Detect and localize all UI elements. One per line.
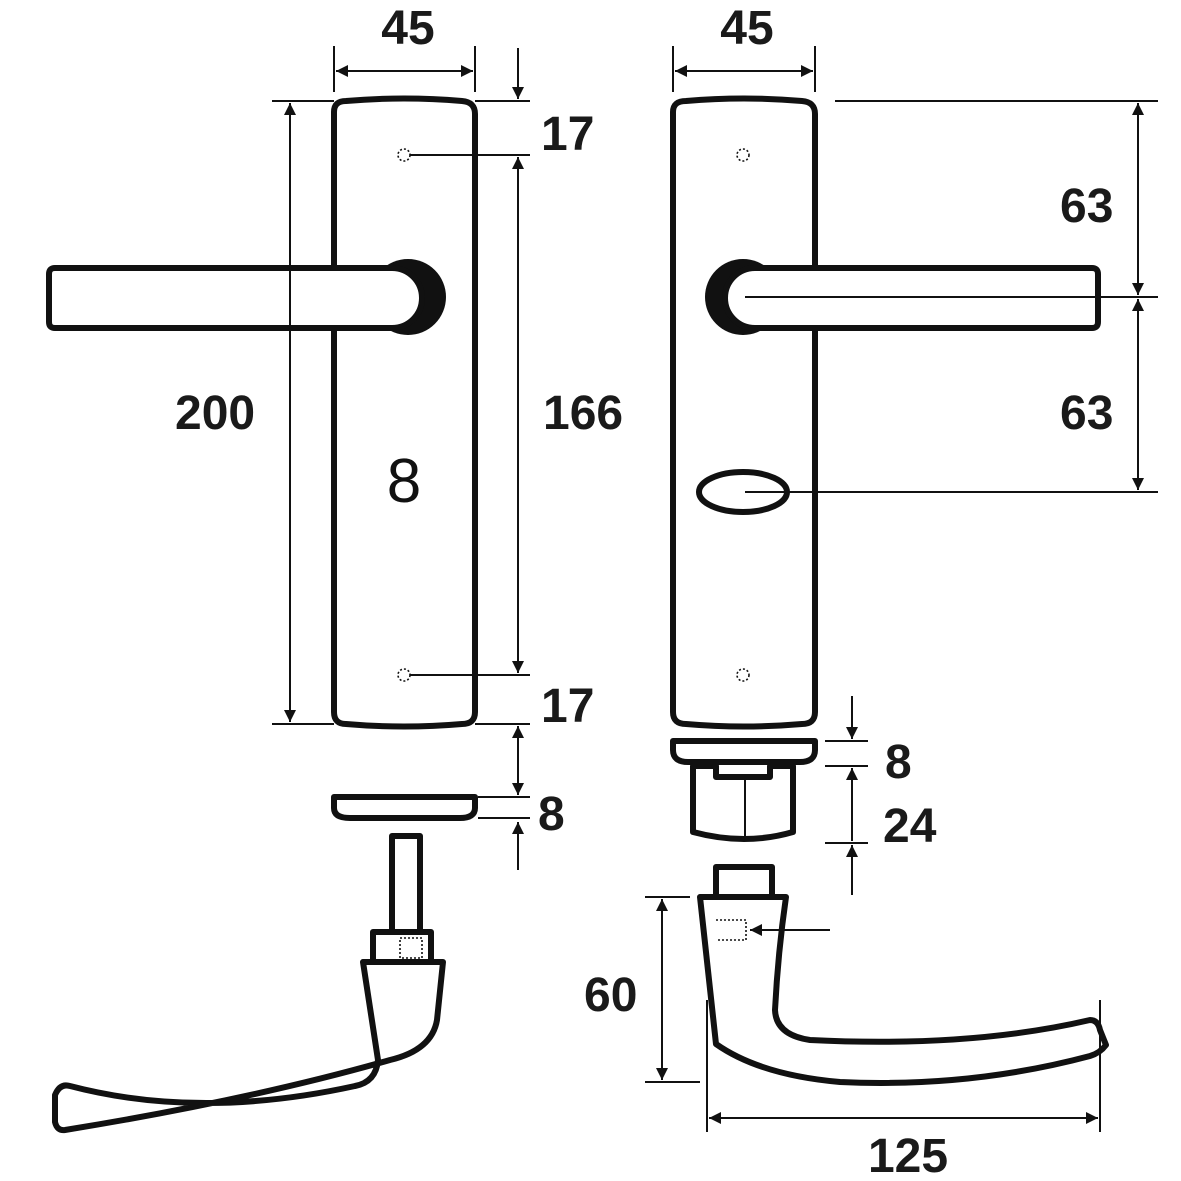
right-spindle-block-label: 24 [883, 800, 937, 853]
right-spindle-block [713, 864, 775, 900]
left-backplate [331, 95, 478, 730]
right-lower-centre-label: 63 [1060, 387, 1113, 440]
right-backplate-assembly [670, 95, 1101, 730]
left-lever-body [52, 959, 446, 1134]
dimension-lines [272, 46, 1158, 1132]
right-rose-disc [670, 738, 818, 765]
right-rose-thickness-label: 8 [885, 736, 912, 789]
right-grub-screw [716, 919, 747, 941]
left-lever-handle [52, 833, 446, 1134]
handle-height-label: 60 [584, 969, 637, 1022]
right-width-label: 45 [720, 2, 773, 55]
right-bottom-screw-hole [736, 668, 750, 682]
right-upper-centre-label: 63 [1060, 180, 1113, 233]
left-spindle [389, 833, 423, 937]
left-rose-disc [331, 794, 478, 821]
left-top-offset-label: 17 [541, 108, 594, 161]
handle-projection-label: 125 [868, 1130, 948, 1181]
left-bottom-offset-label: 17 [541, 680, 594, 733]
left-width-label: 45 [381, 2, 434, 55]
left-rose-thickness-label: 8 [538, 788, 565, 841]
profile-cylinder-symbol: 8 [387, 447, 421, 516]
left-backplate-assembly: 8 [46, 95, 478, 730]
right-top-screw-hole [736, 148, 750, 162]
left-lever-arm [46, 265, 425, 331]
left-grub-screw [399, 937, 423, 959]
left-total-height-label: 200 [175, 387, 255, 440]
right-lever-handle [697, 864, 1109, 1086]
right-backplate [670, 95, 818, 730]
dimension-labels: 45 45 17 200 166 17 8 63 63 8 24 60 125 [175, 2, 1113, 1181]
right-lever-body [697, 894, 1109, 1086]
right-turn-block [690, 763, 796, 842]
left-hole-spacing-label: 166 [543, 387, 623, 440]
